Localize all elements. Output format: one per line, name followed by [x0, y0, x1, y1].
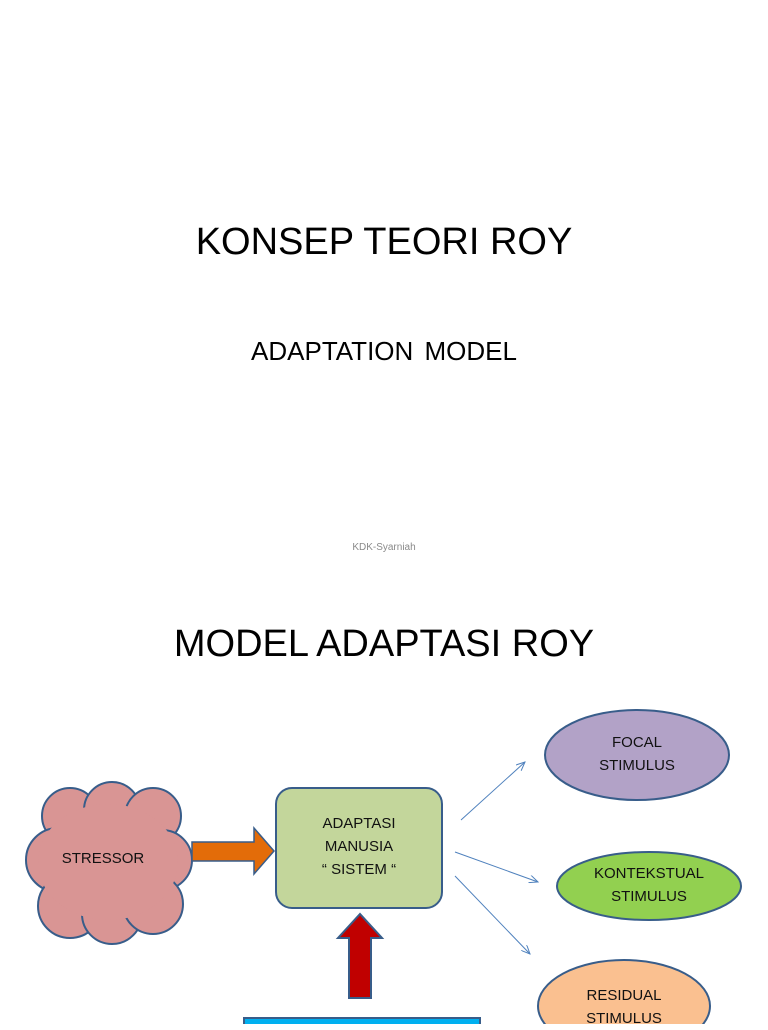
stressor-arrow [191, 825, 275, 877]
adaptasi-label: ADAPTASI MANUSIA “ SISTEM “ [321, 815, 397, 878]
adaptation-diagram [25, 709, 742, 1024]
slide-1: KONSEP TEORI ROY ADAPTATION MODEL KDK-Sy… [195, 221, 573, 553]
stressor-cloud [25, 781, 193, 945]
diagram-title: MODEL ADAPTASI ROY [173, 623, 595, 665]
stressor-label: STRESSOR [61, 850, 145, 867]
focal-label: FOCAL STIMULUS [599, 734, 675, 774]
residual-label: RESIDUAL STIMULUS [586, 987, 662, 1027]
adaptasi-box [275, 787, 443, 909]
residual-ellipse [537, 959, 711, 1024]
slide-2: MODEL ADAPTASI ROY [0, 576, 768, 1027]
arrow-to-focal [460, 762, 525, 821]
input-arrow [335, 912, 385, 999]
slide-subtitle: ADAPTATION MODEL [251, 336, 517, 366]
kontekstual-label: KONTEKSTUAL STIMULUS [593, 865, 705, 905]
focal-ellipse [544, 709, 730, 801]
slide-footer: KDK-Syarniah [352, 542, 416, 553]
slide-title: KONSEP TEORI ROY [195, 221, 573, 263]
arrow-to-residual [454, 875, 530, 954]
kontekstual-ellipse [556, 851, 742, 921]
input-box [243, 1017, 481, 1024]
arrow-to-kontekstual [454, 851, 538, 882]
